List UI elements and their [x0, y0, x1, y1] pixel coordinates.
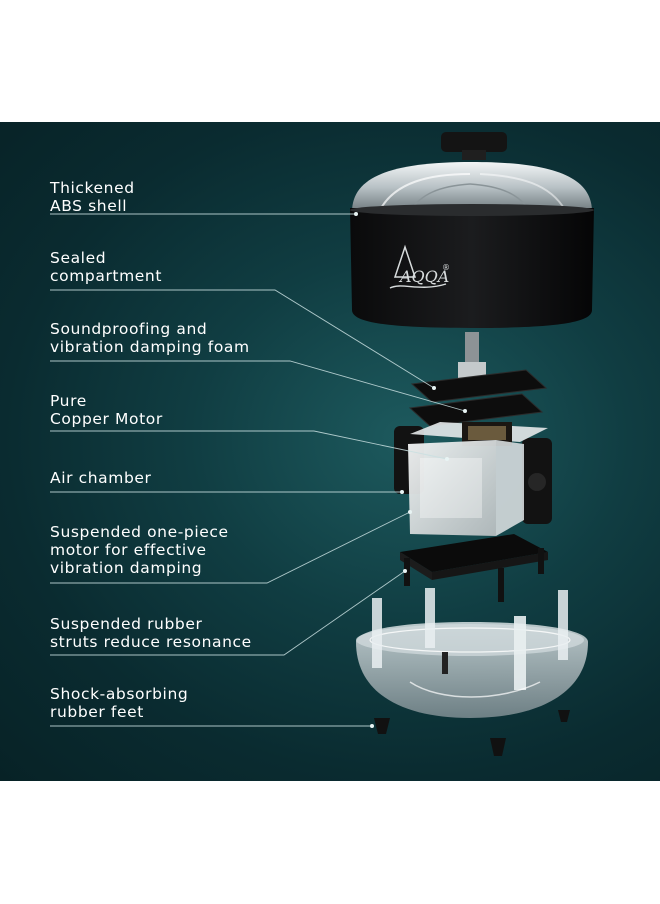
exploded-pump-illustration: AQQA ® — [50, 132, 594, 756]
leader-sealed-compartment — [50, 289, 435, 389]
foam-layers — [408, 369, 548, 427]
anchor-sealed-compartment — [432, 386, 436, 390]
leader-suspended-motor — [50, 511, 411, 584]
leader-foam — [50, 360, 466, 412]
leader-struts — [50, 570, 406, 656]
label-air-chamber: Air chamber — [50, 469, 152, 487]
anchor-abs-shell — [354, 212, 358, 216]
anchor-foam — [463, 409, 467, 413]
mounting-plate — [400, 534, 548, 602]
motor-assembly — [394, 422, 552, 536]
leader-lines — [50, 212, 467, 728]
abs-shell: AQQA ® — [350, 204, 594, 328]
anchor-feet — [370, 724, 374, 728]
diagram-panel: AQQA ® — [0, 122, 660, 781]
anchor-struts — [403, 569, 407, 573]
base-housing — [356, 588, 588, 718]
logo-text: AQQA — [398, 267, 449, 286]
dome-cover — [352, 162, 592, 213]
registered-mark: ® — [442, 263, 450, 272]
rubber-feet — [374, 710, 570, 756]
anchor-motor — [445, 457, 449, 461]
anchor-suspended-motor — [408, 510, 412, 514]
anchor-air-chamber — [400, 490, 404, 494]
top-knob — [441, 132, 507, 160]
leader-motor — [50, 430, 448, 460]
logo-icon — [393, 244, 417, 278]
